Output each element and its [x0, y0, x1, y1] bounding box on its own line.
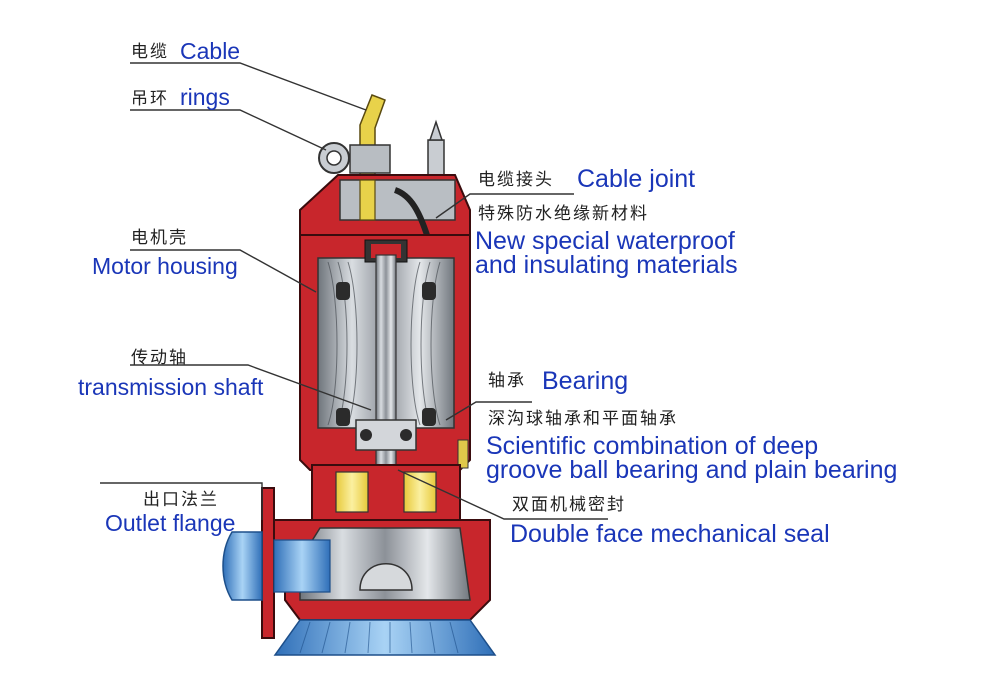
bearing-combo-label-zh: 深沟球轴承和平面轴承	[488, 409, 678, 429]
motor-housing-label-zh: 电机壳	[131, 228, 188, 248]
mechanical-seal-label-zh: 双面机械密封	[512, 495, 626, 515]
outlet-flange-part	[222, 487, 331, 639]
lifting-ring	[318, 119, 445, 181]
transmission-shaft-label-en: transmission shaft	[78, 374, 264, 400]
outlet-flange-label-en: Outlet flange	[105, 510, 236, 536]
cable-label-zh: 电缆	[131, 42, 169, 62]
transmission-shaft-label-zh: 传动轴	[131, 348, 188, 368]
top-cover	[299, 174, 471, 291]
leader-lines	[100, 62, 608, 520]
waterproof-label-en-line2: and insulating materials	[475, 251, 738, 279]
mechanical-seal-label-en: Double face mechanical seal	[510, 520, 830, 548]
bearing-label-zh: 轴承	[488, 371, 526, 391]
cable-label-en: Cable	[180, 38, 241, 64]
waterproof-label-en-line1: New special waterproof	[475, 227, 735, 255]
bearing-combo-label-en-line1: Scientific combination of deep	[486, 432, 819, 460]
cable-joint-label-en: Cable joint	[577, 165, 696, 193]
bearing-combo-label-en-line2: groove ball bearing and plain bearing	[486, 456, 898, 484]
cable-joint-label-zh: 电缆接头	[478, 170, 554, 190]
waterproof-label-zh: 特殊防水绝缘新材料	[478, 204, 649, 224]
motor-housing-label-en: Motor housing	[92, 253, 238, 279]
outlet-flange-label-zh: 出口法兰	[143, 490, 219, 510]
strainer-base	[273, 619, 497, 656]
bearing-part	[355, 419, 417, 451]
bearing-label-en: Bearing	[542, 367, 629, 395]
rings-label-zh: 吊环	[131, 89, 169, 109]
seal-chamber	[311, 464, 461, 521]
rings-label-en: rings	[180, 84, 230, 110]
